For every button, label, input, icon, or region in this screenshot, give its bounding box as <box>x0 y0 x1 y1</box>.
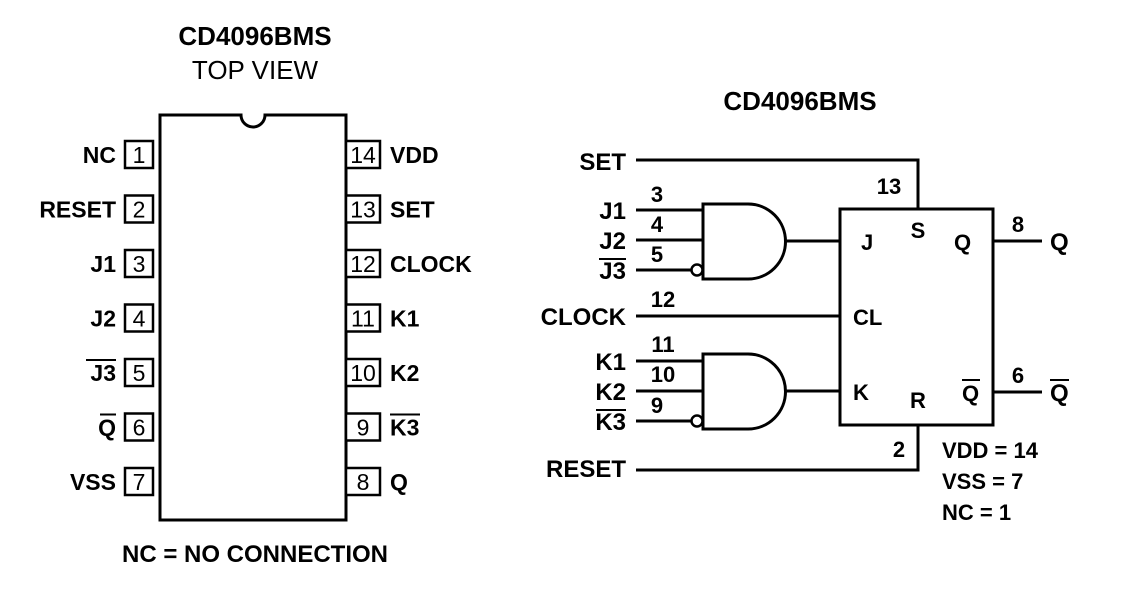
right-pin-11-number: 11 <box>351 306 375 332</box>
qbar-pin-number: 6 <box>1012 363 1024 388</box>
right-pin-13-name: SET <box>390 197 435 223</box>
ic-package-body <box>158 113 348 522</box>
left-pin-4-box <box>123 303 155 333</box>
pinout-title: CD4096BMS <box>178 21 331 51</box>
right-pin-9-name: K3 <box>390 415 419 441</box>
ff-cl-label: CL <box>853 305 882 330</box>
left-pin-2-number: 2 <box>133 197 146 223</box>
right-pin-8-box <box>344 466 382 497</box>
left-pin-2-box <box>123 194 155 224</box>
pinout-subtitle: TOP VIEW <box>192 55 319 85</box>
right-pin-8-name: Q <box>390 469 408 495</box>
left-pin-3-name: J1 <box>90 251 116 277</box>
q-pin-number: 8 <box>1012 212 1024 237</box>
right-pin-9-number: 9 <box>357 415 370 441</box>
reset-wire <box>636 425 920 472</box>
left-pin-3-box <box>123 248 155 279</box>
left-pin-6-box <box>123 412 155 442</box>
ff-r-label: R <box>910 388 926 413</box>
signal-labels: SET J1 J2 J3 CLOCK K1 K2 K3 RESET Q Q <box>541 149 1069 483</box>
left-pin-1-box <box>123 139 155 170</box>
set-wire <box>636 158 920 209</box>
ff-q-label: Q <box>954 230 971 255</box>
j2-pin-number: 4 <box>651 212 664 237</box>
ff-j-label: J <box>861 230 873 255</box>
set-pin-number: 13 <box>877 174 901 199</box>
right-pin-12-number: 12 <box>350 251 376 277</box>
ff-qbar-label: Q <box>962 381 979 406</box>
k2-label: K2 <box>595 379 626 406</box>
qbar-output-label: Q <box>1050 380 1069 407</box>
supply-note-vdd: VDD = 14 <box>942 438 1039 463</box>
left-pin-7-box <box>123 466 155 497</box>
right-pin-10-name: K2 <box>390 360 419 386</box>
ff-s-label: S <box>911 218 926 243</box>
left-pin-6-name: Q <box>98 415 116 441</box>
j2-label: J2 <box>599 228 626 255</box>
left-pin-5-name: J3 <box>90 360 116 386</box>
left-pin-1-name: NC <box>83 142 116 168</box>
k-and-gate <box>701 352 787 431</box>
j3-label: J3 <box>599 258 626 285</box>
left-pin-4-number: 4 <box>133 306 146 332</box>
k2-pin-number: 10 <box>651 362 675 387</box>
j-and-gate <box>701 202 787 281</box>
clock-label: CLOCK <box>541 304 627 331</box>
right-pin-11-name: K1 <box>390 306 420 332</box>
left-pin-6-number: 6 <box>133 415 146 441</box>
j1-pin-number: 3 <box>651 182 663 207</box>
right-pin-9-box <box>344 412 382 442</box>
left-pin-7-name: VSS <box>70 469 116 495</box>
left-pin-7-number: 7 <box>133 469 146 495</box>
left-pin-1-number: 1 <box>133 142 146 168</box>
logic-wires <box>636 158 1042 472</box>
j1-label: J1 <box>599 198 626 225</box>
ff-k-label: K <box>853 380 869 405</box>
pinout-diagram: CD4096BMS TOP VIEW 1NC2RESET3J14J25J36Q7… <box>39 21 472 568</box>
set-label: SET <box>579 149 626 176</box>
left-pin-5-box <box>123 357 155 388</box>
reset-pin-number: 2 <box>893 437 905 462</box>
q-output-label: Q <box>1050 229 1069 256</box>
right-pin-13-number: 13 <box>350 197 376 223</box>
right-pin-8-number: 8 <box>357 469 370 495</box>
supply-note-nc: NC = 1 <box>942 500 1011 525</box>
left-pin-column: 1 NC 2 RESET 3 J1 4 J2 5 J3 6Q 7 VSS <box>39 139 155 497</box>
k3-inversion-bubble <box>690 414 704 428</box>
right-pin-10-number: 10 <box>350 360 376 386</box>
left-pin-3-number: 3 <box>133 251 146 277</box>
j3-inversion-bubble <box>690 263 704 277</box>
flip-flop-labels: J S Q CL K R Q <box>853 218 980 413</box>
pin-number-labels: 13 3 4 5 12 11 10 9 2 8 6 <box>651 174 1024 462</box>
k1-label: K1 <box>595 349 626 376</box>
right-pin-13-box <box>344 194 382 224</box>
k3-label: K3 <box>595 409 626 436</box>
left-pin-4-name: J2 <box>90 306 116 332</box>
reset-label: RESET <box>546 456 626 483</box>
right-pin-14-number: 14 <box>350 142 376 168</box>
supply-notes: VDD = 14 VSS = 7 NC = 1 <box>942 438 1039 525</box>
j3-pin-number: 5 <box>651 242 663 267</box>
right-pin-10-box <box>344 357 382 388</box>
logic-diagram: CD4096BMS SET J1 J2 <box>541 86 1069 525</box>
clock-pin-number: 12 <box>651 287 675 312</box>
logic-title: CD4096BMS <box>723 86 876 116</box>
right-pin-14-name: VDD <box>390 142 439 168</box>
right-pin-14-box <box>344 139 382 170</box>
right-pin-11-box <box>344 303 382 333</box>
k3-pin-number: 9 <box>651 393 663 418</box>
left-pin-2-name: RESET <box>39 197 116 223</box>
right-pin-12-box <box>344 248 382 279</box>
supply-note-vss: VSS = 7 <box>942 469 1023 494</box>
k1-pin-number: 11 <box>651 332 674 357</box>
pinout-footnote: NC = NO CONNECTION <box>122 541 388 568</box>
right-pin-12-name: CLOCK <box>390 251 472 277</box>
left-pin-5-number: 5 <box>133 360 146 386</box>
